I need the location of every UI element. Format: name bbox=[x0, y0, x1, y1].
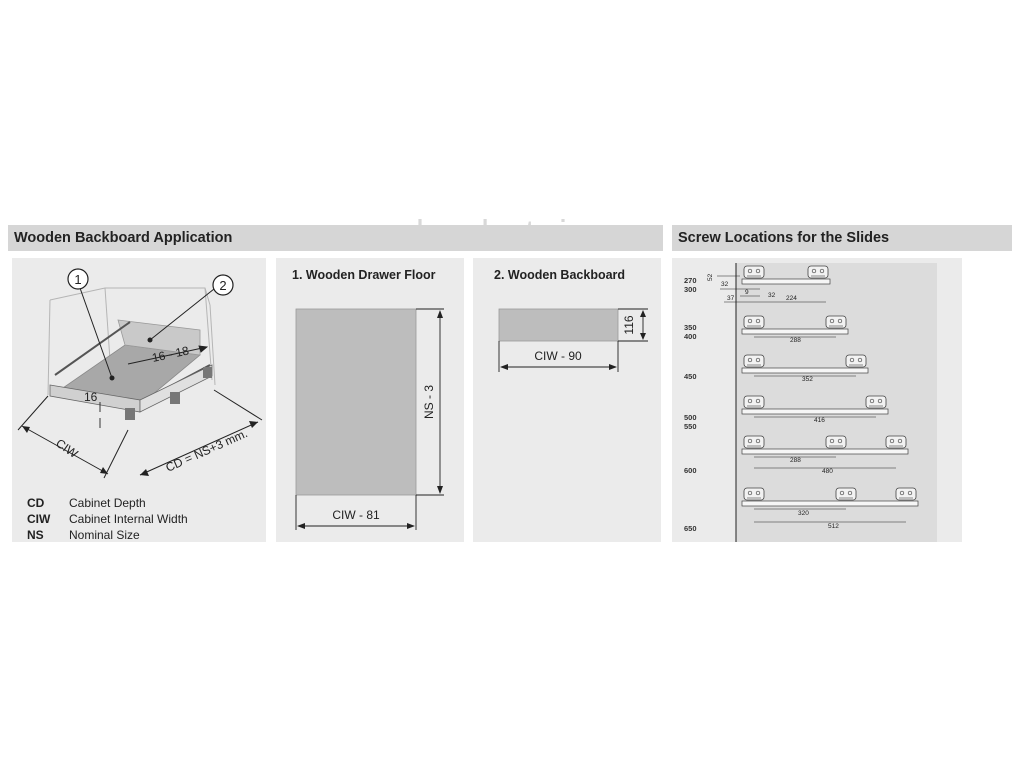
drawer-floor-title: 1. Wooden Drawer Floor bbox=[292, 268, 436, 282]
slide-270-300: 52 32 9 32 37 224 bbox=[707, 265, 831, 303]
size-label-350: 350 bbox=[684, 323, 697, 332]
size-label-300: 300 bbox=[684, 285, 697, 294]
slide1-dim-32a: 32 bbox=[721, 281, 729, 288]
slide6-dim-320: 320 bbox=[798, 510, 809, 517]
slide5-dim-288: 288 bbox=[790, 457, 801, 464]
legend-abbr: NS bbox=[27, 528, 44, 542]
slide-450: 352 bbox=[741, 354, 869, 383]
size-label-500: 500 bbox=[684, 413, 697, 422]
callout-2-circle bbox=[212, 274, 234, 296]
legend-text: Cabinet Internal Width bbox=[69, 512, 188, 526]
slide1-dim-32b: 32 bbox=[768, 292, 776, 299]
slide3-dim-352: 352 bbox=[802, 376, 813, 383]
slide-600: 288 480 bbox=[741, 435, 909, 475]
slide4-dim-416: 416 bbox=[814, 417, 825, 424]
section-header-wooden-backboard: Wooden Backboard Application bbox=[8, 225, 663, 251]
size-label-400: 400 bbox=[684, 332, 697, 341]
section-header-screw-locations: Screw Locations for the Slides bbox=[672, 225, 1012, 251]
legend-abbr: CIW bbox=[27, 512, 51, 526]
backboard-height-label: 116 bbox=[622, 315, 636, 334]
slide5-dim-480: 480 bbox=[822, 468, 833, 475]
size-label-550: 550 bbox=[684, 422, 697, 431]
callout-1-label: 1 bbox=[74, 272, 81, 287]
legend-row-ciw: CIW Cabinet Internal Width bbox=[27, 511, 188, 527]
slide-350-400: 288 bbox=[741, 315, 849, 344]
callout-1-circle bbox=[67, 268, 89, 290]
size-label-650: 650 bbox=[684, 524, 697, 533]
backboard-panel bbox=[473, 258, 661, 542]
abbreviation-legend: CD Cabinet Depth CIW Cabinet Internal Wi… bbox=[27, 495, 188, 543]
size-label-600: 600 bbox=[684, 466, 697, 475]
slide6-dim-512: 512 bbox=[828, 523, 839, 530]
drawer-floor-board bbox=[295, 308, 417, 496]
drawer-floor-height-label: NS - 3 bbox=[422, 385, 436, 419]
backboard-width-label: CIW - 90 bbox=[534, 349, 582, 363]
dim-16: 16 bbox=[84, 390, 98, 404]
size-label-450: 450 bbox=[684, 372, 697, 381]
slide-500-550: 416 bbox=[741, 395, 889, 424]
slide2-dim-288: 288 bbox=[790, 337, 801, 344]
slide1-dim-52: 52 bbox=[707, 273, 714, 281]
slide-650: 320 512 bbox=[741, 487, 919, 530]
callout-2-label: 2 bbox=[219, 278, 226, 293]
legend-row-ns: NS Nominal Size bbox=[27, 527, 188, 543]
legend-abbr: CD bbox=[27, 496, 45, 510]
slide1-dim-9: 9 bbox=[745, 289, 749, 296]
drawer-floor-width-label: CIW - 81 bbox=[332, 508, 380, 522]
legend-row-cd: CD Cabinet Depth bbox=[27, 495, 188, 511]
backboard-title: 2. Wooden Backboard bbox=[494, 268, 626, 282]
size-label-270: 270 bbox=[684, 276, 697, 285]
legend-text: Nominal Size bbox=[69, 528, 140, 542]
slide1-dim-224: 224 bbox=[786, 295, 797, 302]
legend-text: Cabinet Depth bbox=[69, 496, 146, 510]
backboard-board bbox=[498, 308, 619, 342]
slide1-dim-37: 37 bbox=[727, 295, 735, 302]
